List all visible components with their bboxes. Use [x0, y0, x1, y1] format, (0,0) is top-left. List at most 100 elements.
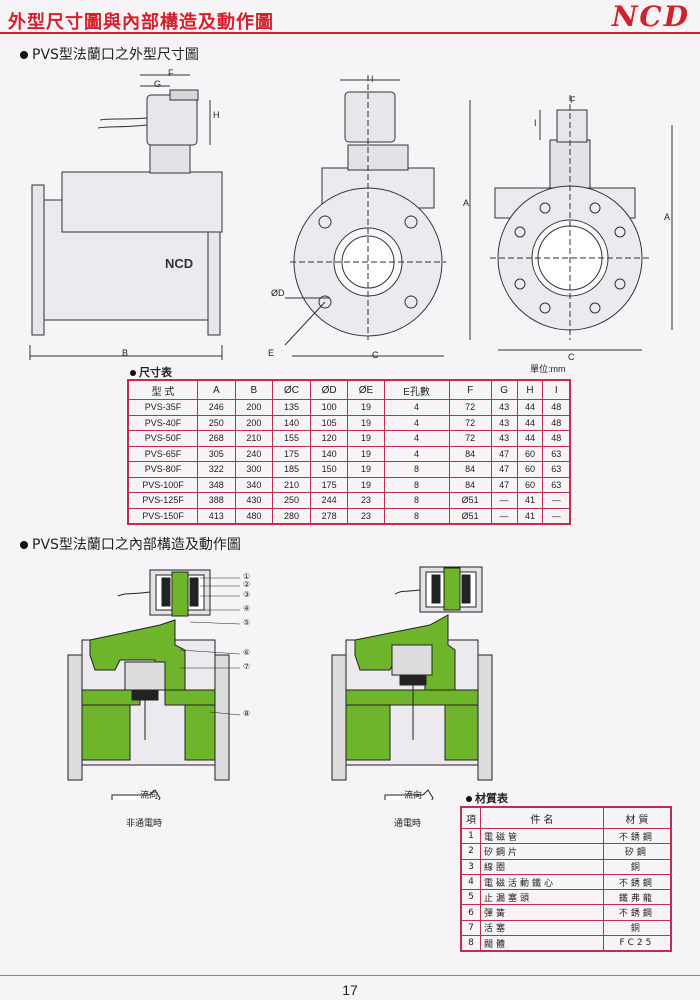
table-cell: 175 [309, 476, 349, 493]
outline-drawings [29, 74, 673, 360]
table-cell: 彈簧 [480, 904, 604, 921]
table-cell: 鐵弗龍 [602, 889, 672, 906]
table-cell: PVS-100F [127, 476, 198, 493]
footer-divider [0, 975, 700, 976]
table-cell: 電磁活動鐵心 [480, 873, 604, 891]
front-view-drawing [284, 75, 471, 357]
table-cell: 43 [490, 414, 518, 431]
table-cell: 100 [309, 399, 349, 416]
col-header: G [490, 379, 518, 400]
table-cell: 60 [516, 476, 544, 493]
section-internal-title: PVS型法蘭口之內部構造及動作圖 [20, 534, 241, 554]
table-cell: FC25 [602, 935, 672, 952]
table-cell: 7 [460, 919, 481, 937]
table-cell: 348 [197, 476, 236, 493]
table-cell: 268 [197, 430, 236, 447]
bullet-icon [20, 541, 28, 549]
table-cell: 19 [347, 399, 385, 416]
table-cell: 矽鋼片 [480, 843, 604, 860]
table-cell: 63 [542, 461, 571, 478]
table-cell: 41 [516, 507, 544, 525]
col-header: E孔數 [383, 379, 450, 400]
table-cell: 48 [542, 414, 571, 431]
dim-table-title: 尺寸表 [130, 364, 172, 380]
callout-8: ⑧ [243, 709, 251, 718]
table-cell: 140 [272, 414, 311, 431]
callout-6: ⑥ [243, 648, 251, 657]
table-cell: 5 [460, 889, 481, 906]
table-cell: 41 [516, 492, 544, 509]
unit-label: 單位:mm [530, 364, 566, 374]
col-header: 材 質 [602, 806, 672, 829]
table-cell: 止漏塞頭 [480, 889, 604, 906]
table-cell: 246 [197, 399, 236, 416]
col-header: ØE [347, 379, 385, 400]
table-cell: Ø51 [448, 507, 492, 525]
table-cell: PVS-50F [127, 430, 198, 447]
table-cell: 48 [542, 430, 571, 447]
table-cell: 8 [460, 935, 481, 952]
callout-4: ④ [243, 604, 251, 613]
table-cell: 4 [460, 873, 481, 891]
brand-logo: NCD [611, 0, 690, 33]
table-cell: 電磁管 [480, 827, 604, 845]
table-cell: 84 [448, 461, 492, 478]
table-cell: 銅 [602, 919, 672, 937]
end-view-drawing [490, 95, 673, 351]
col-header: A [197, 379, 236, 400]
table-cell: 8 [383, 461, 450, 478]
table-cell: 3 [460, 858, 481, 875]
table-cell: 322 [197, 461, 236, 478]
table-cell: 200 [234, 399, 274, 416]
label-D: ØD [271, 288, 285, 298]
label-I-end: I [534, 118, 537, 128]
table-cell: 135 [272, 399, 311, 416]
section-internal-title-text: PVS型法蘭口之內部構造及動作圖 [32, 537, 241, 553]
table-cell: 120 [309, 430, 349, 447]
table-cell: 305 [197, 445, 236, 462]
table-cell: 4 [383, 414, 450, 431]
table-cell: 8 [383, 507, 450, 525]
table-cell: 不銹鋼 [602, 873, 672, 891]
table-cell: 47 [490, 461, 518, 478]
section-outline-title: PVS型法蘭口之外型尺寸圖 [20, 44, 199, 64]
callout-3: ③ [243, 590, 251, 599]
table-cell: 300 [234, 461, 274, 478]
table-cell: 105 [309, 414, 349, 431]
table-cell: 340 [234, 476, 274, 493]
table-cell: — [542, 507, 571, 525]
col-header: ØC [272, 379, 311, 400]
table-cell: PVS-150F [127, 507, 198, 525]
table-cell: 210 [272, 476, 311, 493]
internal-structure-drawings [67, 566, 493, 800]
table-cell: 19 [347, 476, 385, 493]
table-cell: 140 [309, 445, 349, 462]
table-cell: 線圈 [480, 858, 604, 875]
table-cell: 44 [516, 414, 544, 431]
table-cell: 44 [516, 430, 544, 447]
section-outline-title-text: PVS型法蘭口之外型尺寸圖 [32, 47, 199, 63]
col-header: ØD [309, 379, 349, 400]
table-cell: — [490, 492, 518, 509]
mat-table-header: 項 件 名 材 質 [460, 806, 672, 829]
col-header: 型 式 [127, 379, 198, 400]
table-cell: 不銹鋼 [602, 827, 672, 845]
dim-table-header: 型 式 A B ØC ØD ØE E孔數 F G H I [127, 379, 571, 400]
table-cell: 8 [383, 476, 450, 493]
bullet-icon [130, 370, 136, 376]
callout-1: ① [243, 572, 251, 581]
